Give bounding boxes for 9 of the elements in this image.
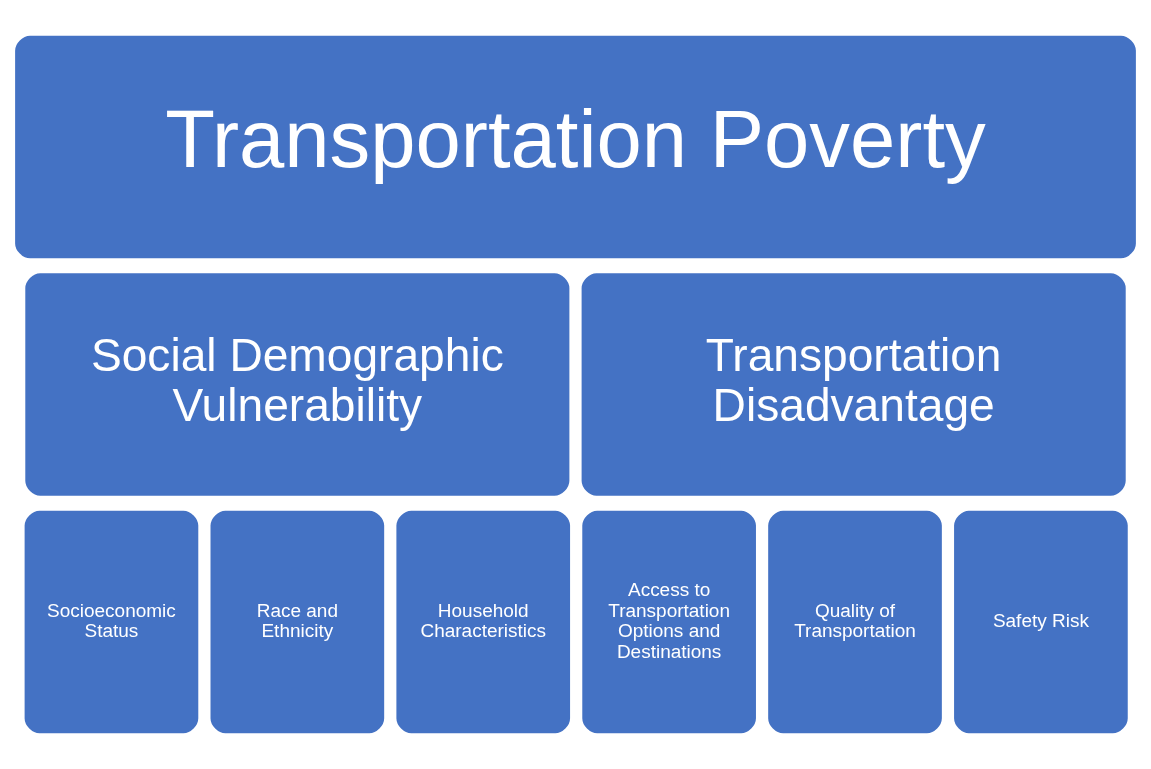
node-box: Race and Ethnicity <box>207 507 387 736</box>
node-box: Quality of Transportation <box>765 507 945 736</box>
node-box: Transportation Poverty <box>12 33 1139 262</box>
node-box: Safety Risk <box>951 507 1131 736</box>
node-box: Transportation Disadvantage <box>578 270 1129 499</box>
node-box: Access to Transportation Options and Destinations <box>579 507 759 736</box>
node-box: Social Demographic Vulnerability <box>22 270 573 499</box>
node-box: Socioeconomic Status <box>21 507 201 736</box>
node-box: Household Characteristics <box>393 507 573 736</box>
